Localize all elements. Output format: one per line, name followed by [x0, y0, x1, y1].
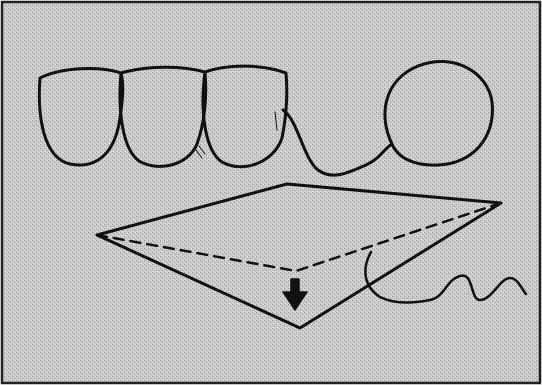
dental-diagram-illustration — [0, 0, 542, 385]
stippled-background — [2, 2, 540, 383]
illustration-canvas — [0, 0, 542, 385]
